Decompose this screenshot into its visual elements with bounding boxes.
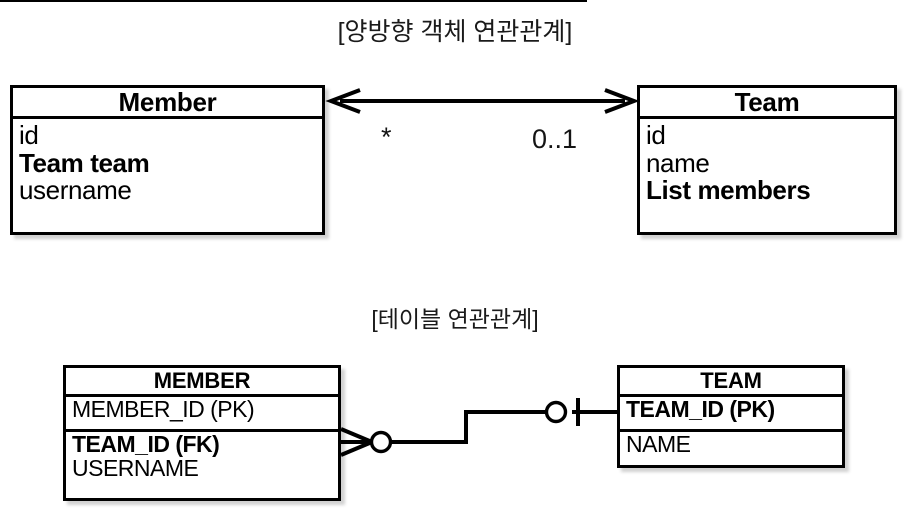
multiplicity-label-right: 0..1 — [532, 124, 578, 154]
zero-circle-marker-right — [544, 400, 568, 424]
attribute-row: id — [19, 120, 39, 150]
table-name-team: TEAM — [620, 368, 842, 397]
column-row: MEMBER_ID (PK) — [72, 396, 255, 422]
class-name-member: Member — [13, 88, 322, 119]
column-row: TEAM_ID (FK) — [72, 431, 220, 457]
attribute-row: username — [19, 175, 132, 206]
attribute-row: id — [646, 120, 666, 150]
multiplicity-label-left: * — [381, 122, 392, 152]
attribute-row: Team team — [19, 147, 150, 178]
zero-circle-marker-left — [369, 430, 393, 454]
class-name-team: Team — [640, 88, 894, 119]
table-columns-team: NAME — [620, 429, 842, 462]
table-section-title: [테이블 연관관계] — [371, 306, 539, 332]
table-name-member: MEMBER — [66, 368, 338, 397]
crows-foot-many-marker — [340, 427, 373, 457]
class-box-member[interactable]: Member id Team team username — [10, 85, 325, 235]
association-arrow-bidirectional — [325, 88, 640, 114]
table-box-team[interactable]: TEAM TEAM_ID (PK) NAME — [617, 365, 845, 468]
column-row: TEAM_ID (PK) — [626, 396, 775, 422]
table-columns-member: TEAM_ID (FK) USERNAME — [66, 429, 338, 495]
column-row: USERNAME — [72, 454, 199, 481]
class-attributes-member: id Team team username — [13, 119, 322, 232]
column-row: NAME — [626, 431, 691, 457]
class-attributes-team: id name List members — [640, 119, 894, 232]
table-box-member[interactable]: MEMBER MEMBER_ID (PK) TEAM_ID (FK) USERN… — [63, 365, 341, 501]
object-section-title: [양방향 객체 연관관계] — [337, 18, 573, 46]
attribute-row: List members — [646, 175, 811, 206]
table-columns-pk-member: MEMBER_ID (PK) — [66, 397, 338, 429]
table-columns-pk-team: TEAM_ID (PK) — [620, 397, 842, 429]
attribute-row: name — [646, 147, 710, 178]
class-box-team[interactable]: Team id name List members — [637, 85, 897, 235]
